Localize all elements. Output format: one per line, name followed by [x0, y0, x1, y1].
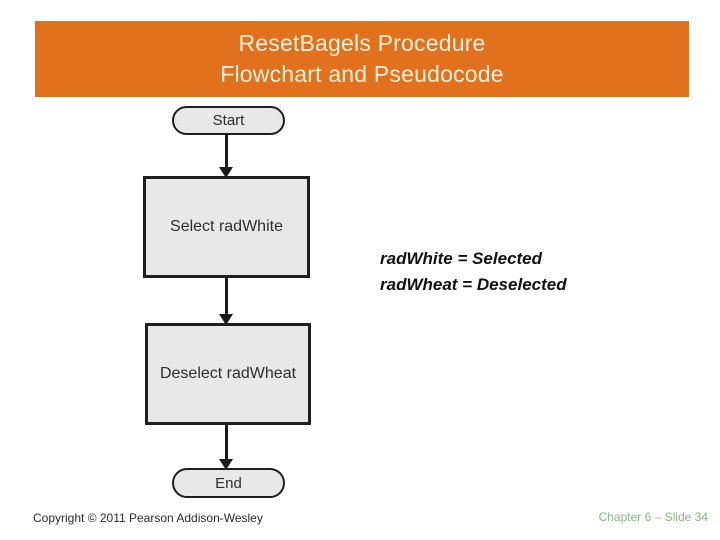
slide-title-line-1: ResetBagels Procedure [238, 30, 486, 56]
arrow-stem [224, 134, 228, 167]
footer-copyright: Copyright © 2011 Pearson Addison-Wesley [33, 511, 263, 525]
flowchart-node-label: Start [212, 112, 245, 129]
flowchart-node-label: Deselect radWheat [159, 365, 297, 382]
flowchart-process-select-radwhite: Select radWhite [143, 176, 310, 278]
arrow-stem [224, 277, 228, 314]
pseudocode-annotation: radWhite = Selected radWheat = Deselecte… [380, 246, 567, 298]
flow-arrow-down-icon [219, 134, 233, 178]
arrow-head [219, 314, 233, 325]
flowchart-terminator-end: End [172, 468, 285, 498]
arrow-stem [224, 424, 228, 459]
flowchart-terminator-start: Start [172, 106, 285, 135]
flowchart-node-label: End [215, 474, 242, 492]
pseudocode-line-2: radWheat = Deselected [380, 275, 567, 294]
pseudocode-line-1: radWhite = Selected [380, 249, 543, 268]
slide-title-line-2: Flowchart and Pseudocode [220, 61, 504, 87]
arrow-head [219, 459, 233, 470]
flow-arrow-down-icon [219, 424, 233, 470]
footer-chapter-slide-number: Chapter 6 – Slide 34 [598, 510, 708, 524]
slide-title-bar: ResetBagels Procedure Flowchart and Pseu… [35, 21, 689, 97]
flowchart-node-label: Select radWhite [170, 218, 283, 235]
flowchart-process-deselect-radwheat: Deselect radWheat [145, 323, 311, 425]
arrow-head [219, 167, 233, 178]
flow-arrow-down-icon [219, 277, 233, 325]
